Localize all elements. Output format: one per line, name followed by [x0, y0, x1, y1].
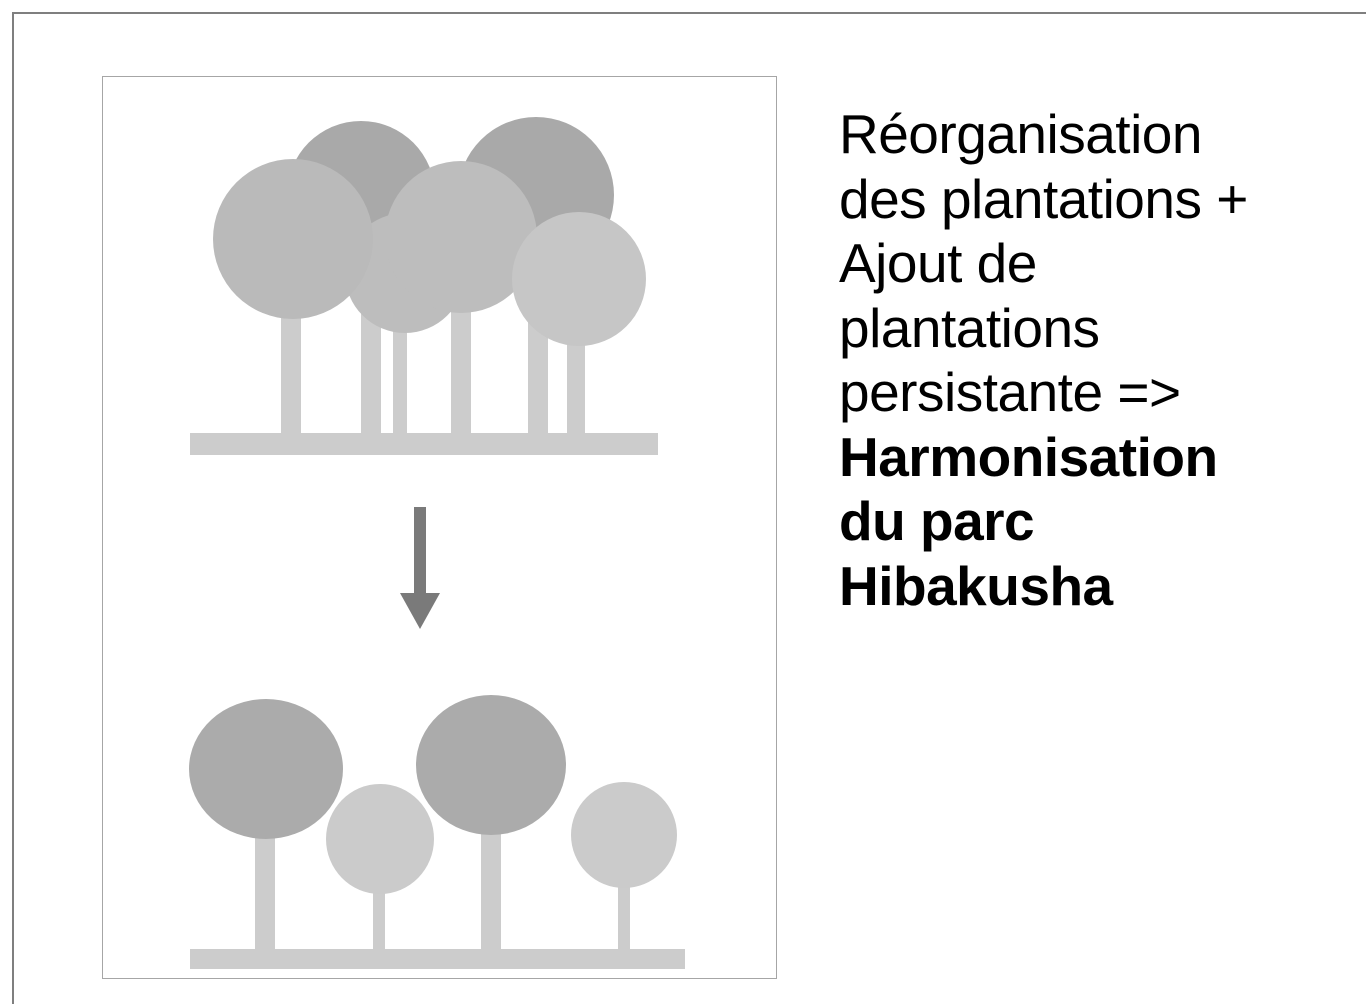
ground-line: [190, 949, 685, 969]
caption-line: des plantations +: [839, 167, 1248, 230]
trunk: [361, 309, 381, 434]
trunk: [451, 307, 471, 434]
trunk: [393, 327, 407, 434]
trunk: [281, 309, 301, 434]
caption-line: persistante =>: [839, 361, 1181, 423]
trunk: [481, 821, 501, 953]
tree-canopy: [213, 159, 373, 319]
ground-line: [190, 433, 658, 455]
tree-canopy: [512, 212, 646, 346]
tree-diagram: [189, 117, 685, 969]
caption-line: Réorganisation: [839, 103, 1202, 165]
caption-bold-line: du parc: [839, 490, 1035, 552]
harmonised-park-group: [189, 695, 685, 969]
dense-canopy-group: [190, 117, 658, 455]
tree-canopy: [326, 784, 434, 894]
caption-bold-line: Hibakusha: [839, 554, 1113, 617]
caption-line: plantations: [839, 296, 1100, 359]
caption-text: Réorganisation des plantations + Ajout d…: [839, 102, 1368, 618]
caption-line: Ajout de: [839, 232, 1037, 294]
tree-diagram-frame: [102, 76, 777, 979]
slide: Réorganisation des plantations + Ajout d…: [12, 12, 1366, 1004]
trunk: [528, 309, 548, 434]
trunk: [567, 317, 585, 434]
arrow-down-icon: [400, 507, 440, 629]
tree-canopy: [416, 695, 566, 835]
trunk: [255, 821, 275, 953]
caption-bold-line: Harmonisation: [839, 425, 1218, 488]
tree-canopy: [571, 782, 677, 888]
tree-canopy: [189, 699, 343, 839]
tree-canopy: [385, 161, 537, 313]
